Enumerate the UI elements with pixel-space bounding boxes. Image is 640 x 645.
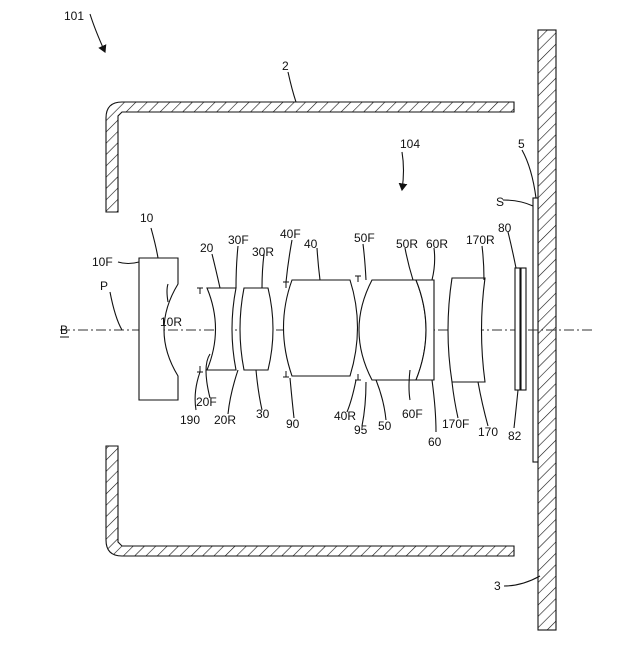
label-lens-50: 50 (378, 419, 392, 433)
label-filter-170F: 170F (442, 417, 469, 431)
label-lens-50F: 50F (354, 231, 375, 245)
label-lens-20R: 20R (214, 413, 236, 427)
label-lens-10R: 10R (160, 315, 182, 329)
lens-50 (359, 280, 426, 380)
label-cover-82: 82 (508, 429, 522, 443)
label-stop-190: 190 (180, 413, 200, 427)
label-lens-60F: 60F (402, 407, 423, 421)
label-lens-60R: 60R (426, 237, 448, 251)
label-lens-60: 60 (428, 435, 442, 449)
label-fig-ref: 101 (64, 9, 84, 23)
lens-30 (240, 288, 273, 370)
label-lens-40: 40 (304, 237, 318, 251)
lens-40 (284, 280, 358, 376)
label-stop-95: 95 (354, 423, 368, 437)
label-plate: 3 (494, 579, 501, 593)
label-axis-p: P (100, 279, 108, 293)
label-lens-30: 30 (256, 407, 270, 421)
label-axis-b: B (60, 323, 68, 337)
label-lens-40R: 40R (334, 409, 356, 423)
label-lens-20F: 20F (196, 395, 217, 409)
label-filter-170: 170 (478, 425, 498, 439)
cover-glass-80 (515, 268, 520, 390)
housing-bottom (106, 446, 514, 556)
label-lens-10: 10 (140, 211, 154, 225)
label-system-ref: 104 (400, 137, 420, 151)
label-housing: 2 (282, 59, 289, 73)
lens-20 (207, 288, 236, 370)
label-cover-80: 80 (498, 221, 512, 235)
label-sensor-surface: S (496, 195, 504, 209)
label-lens-50R: 50R (396, 237, 418, 251)
housing-top (106, 102, 514, 212)
label-lens-40F: 40F (280, 227, 301, 241)
label-sensor-ref: 5 (518, 137, 525, 151)
filter-170 (448, 278, 485, 382)
label-lens-20: 20 (200, 241, 214, 255)
label-lens-30R: 30R (252, 245, 274, 259)
cover-glass-82 (521, 268, 526, 390)
lens-10 (139, 258, 178, 400)
label-stop-90: 90 (286, 417, 300, 431)
label-lens-10F: 10F (92, 255, 113, 269)
label-lens-30F: 30F (228, 233, 249, 247)
label-filter-170R: 170R (466, 233, 495, 247)
